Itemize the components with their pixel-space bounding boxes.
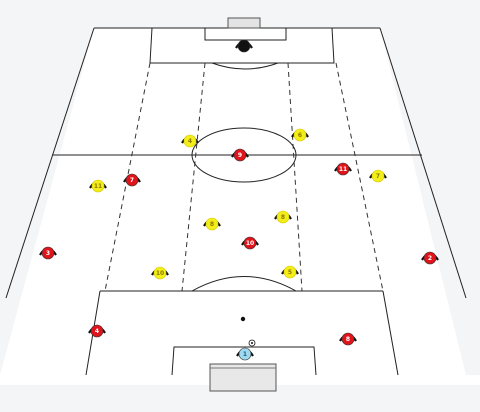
player-number: 10 — [156, 270, 164, 277]
penalty-spot — [241, 317, 245, 321]
player-number: 8 — [346, 336, 350, 343]
top-goal — [228, 18, 260, 28]
player-number: 7 — [130, 177, 134, 184]
player-number: 6 — [298, 132, 302, 139]
player-number: 9 — [238, 152, 242, 159]
player-number: 11 — [339, 166, 347, 173]
player-number: 5 — [288, 269, 292, 276]
player-number: 3 — [46, 250, 50, 257]
player-number: 2 — [428, 255, 432, 262]
player-number: 4 — [188, 138, 192, 145]
player-number: 1 — [243, 351, 247, 358]
player-number: 4 — [95, 328, 99, 335]
player-number: 8 — [281, 214, 285, 221]
player-number: 7 — [376, 173, 380, 180]
player-number: 10 — [246, 240, 254, 247]
player-number: 8 — [210, 221, 214, 228]
player-number: 11 — [94, 183, 102, 190]
ball — [249, 340, 255, 346]
player-body — [238, 40, 250, 52]
